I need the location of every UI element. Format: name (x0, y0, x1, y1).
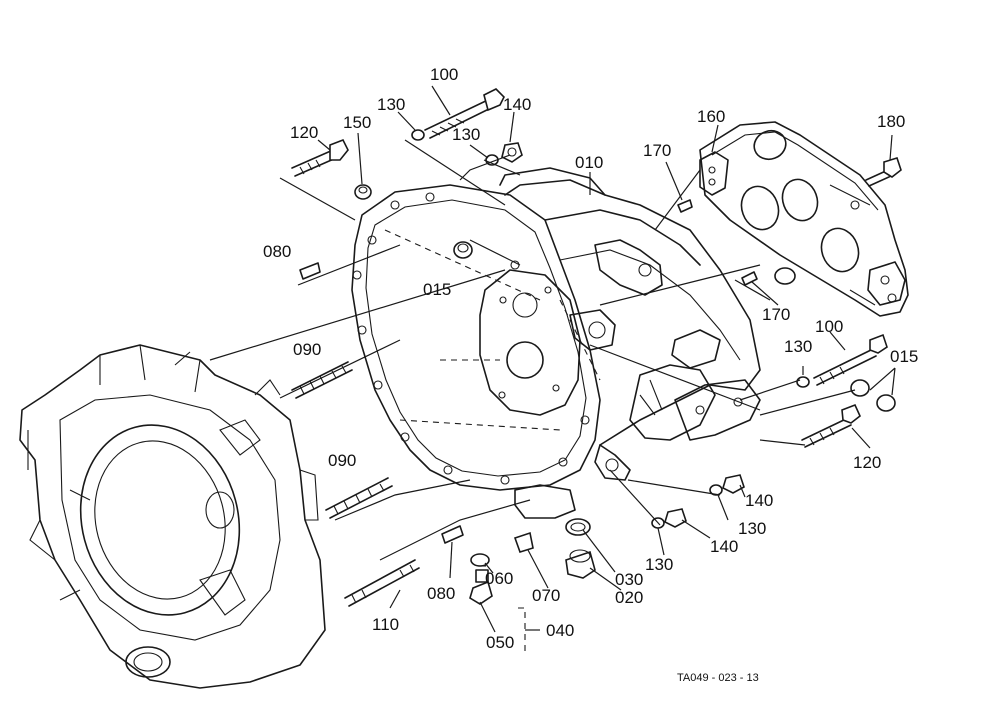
label-120-right: 120 (853, 453, 881, 472)
label-130-top: 130 (452, 125, 480, 144)
label-140-right: 140 (745, 491, 773, 510)
label-130-right: 130 (784, 337, 812, 356)
label-090-bottom: 090 (328, 451, 356, 470)
label-015-center: 015 (423, 280, 451, 299)
fasteners (291, 88, 902, 607)
label-090-top: 090 (293, 340, 321, 359)
part-labels: 100 130 140 130 120 150 010 170 160 180 … (263, 65, 918, 684)
transmission-case (351, 167, 761, 519)
label-030: 030 (615, 570, 643, 589)
rear-cover-plate (699, 121, 909, 317)
label-050: 050 (486, 633, 514, 652)
label-080-bottom: 080 (427, 584, 455, 603)
label-080-top: 080 (263, 242, 291, 261)
label-120-top: 120 (290, 123, 318, 142)
label-100-top: 100 (430, 65, 458, 84)
drawing-code: TA049 - 023 - 13 (677, 672, 759, 684)
label-130-lower: 130 (645, 555, 673, 574)
label-040: 040 (546, 621, 574, 640)
label-150: 150 (343, 113, 371, 132)
label-015-right: 015 (890, 347, 918, 366)
label-010: 010 (575, 153, 603, 172)
label-110: 110 (372, 615, 399, 634)
label-170-right: 170 (762, 305, 790, 324)
label-170-top: 170 (643, 141, 671, 160)
label-130-lower-right: 130 (738, 519, 766, 538)
label-060: 060 (485, 569, 513, 588)
label-020: 020 (615, 588, 643, 607)
leader-lines (209, 85, 896, 655)
engine-housing (19, 344, 326, 689)
label-180: 180 (877, 112, 905, 131)
label-100-right: 100 (815, 317, 843, 336)
label-070: 070 (532, 586, 560, 605)
label-140-lower: 140 (710, 537, 738, 556)
label-140-top: 140 (503, 95, 531, 114)
label-130-top-left: 130 (377, 95, 405, 114)
label-160: 160 (697, 107, 725, 126)
